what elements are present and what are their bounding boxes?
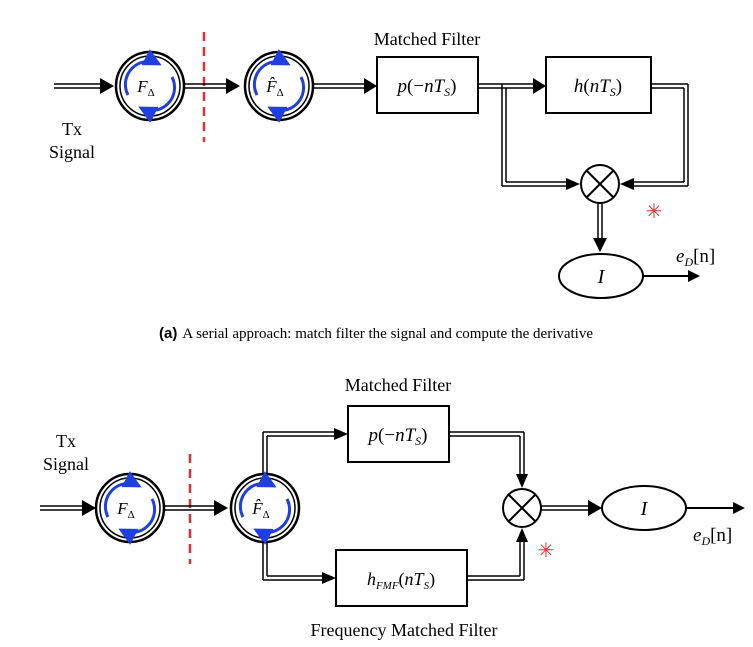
output-arrow [686,502,745,514]
input-arrow [40,500,96,516]
branch-to-frequency-matched-filter [262,542,336,584]
arrow-mf-to-h [478,78,546,94]
rotation-arrows-icon [238,471,292,545]
fmf-n: nT [405,569,426,589]
svg-text:h(nTS): h(nTS) [574,76,622,99]
integrator-label: I [597,266,606,288]
integrator: I [601,485,687,531]
input-label-line1: Tx [56,431,76,451]
rotator-sub-label: Δ [277,87,284,99]
output-sub: D [683,255,693,269]
h-s: S [610,85,616,99]
matched-filter-title: Matched Filter [374,29,480,49]
fmf-to-multiplier [467,528,528,581]
multiplier [502,488,542,528]
conjugate-marker: ✳ [538,540,555,562]
output-idx: [n] [710,525,732,546]
svg-text:FΔ: FΔ [116,499,134,521]
fmf-h: h [367,569,376,589]
panel-b: Tx Signal FΔ [40,375,745,640]
input-label-line2: Signal [43,454,89,474]
output-e: e [693,525,701,546]
rotator-main-label: F̂ [251,499,263,518]
svg-text:FΔ: FΔ [136,77,154,99]
circle-times-icon [586,170,614,198]
fmf-s: S [424,580,430,592]
arrow-rot2-to-mf [313,78,377,94]
multiplier [580,164,620,204]
frequency-estimate-rotator: F̂Δ [229,471,301,545]
rotator-sub-label: Δ [128,509,135,521]
frequency-offset-rotator: FΔ [94,471,166,545]
mf-branch-to-multiplier [501,84,580,190]
mf-n: nT [395,425,417,446]
output-sub: D [700,534,710,548]
svg-text:p(−nTS): p(−nTS) [367,425,428,448]
rotation-arrows-icon [103,471,157,545]
svg-text:F̂Δ: F̂Δ [265,77,283,99]
arrow-mult-to-integrator [593,203,607,252]
conjugate-marker: ✳ [646,201,663,223]
input-label-line1: Tx [62,119,82,139]
mf-close: ) [450,76,456,97]
rotator-main-label: F [136,77,148,96]
output-e: e [676,246,684,267]
caption-prefix: (a) [159,325,177,342]
h-n: nT [590,76,612,97]
output-idx: [n] [693,246,715,267]
rotation-arrows-icon [252,49,306,123]
h-args: ( [583,76,589,97]
frequency-offset-rotator: FΔ [114,49,186,123]
mf-to-multiplier [449,431,528,488]
mf-s: S [415,434,421,448]
rotator-sub-label: Δ [263,509,270,521]
fmf-sub: FMF [375,580,399,592]
mf-args: (− [407,76,424,97]
mf-p: p [396,76,408,97]
caption-text: A serial approach: match filter the sign… [182,326,593,342]
svg-text:eD[n]: eD[n] [676,246,715,269]
rotator-main-label: F [116,499,128,518]
svg-text:(a)A serial approach: match fi: (a) A serial approach: match filter the s… [159,325,593,342]
arrow-mult-to-integrator [541,500,602,516]
mf-close: ) [421,425,427,446]
svg-text:p(−nTS): p(−nTS) [396,76,457,99]
matched-filter-block: p(−nTS) [347,405,450,463]
matched-filter-title: Matched Filter [345,375,451,395]
rotation-arrows-icon [123,49,177,123]
mf-args: (− [378,425,395,446]
rotator-main-label: F̂ [265,77,277,96]
h-branch-to-multiplier [620,83,689,190]
frequency-estimate-rotator: F̂Δ [243,49,315,123]
mf-s: S [444,85,450,99]
rotator-sub-label: Δ [148,87,155,99]
svg-text:F̂Δ: F̂Δ [251,499,269,521]
arrow-rot1-to-rot2 [184,78,240,94]
fmf-close: ) [429,569,435,590]
h-close: ) [616,76,622,97]
output-arrow [643,270,700,282]
panel-a: Tx Signal FΔ F̂Δ [49,29,715,342]
integrator-label: I [640,498,649,520]
input-arrow [54,78,114,94]
derivative-filter-block: h(nTS) [545,56,652,114]
h-name: h [574,76,584,97]
integrator: I [558,253,644,299]
svg-text:hFMF(nTS): hFMF(nTS) [367,569,435,592]
input-label-line2: Signal [49,142,95,162]
fmf-args: ( [399,569,405,590]
svg-text:eD[n]: eD[n] [693,525,732,548]
arrow-rot1-to-rot2 [164,500,228,516]
frequency-matched-filter-title: Frequency Matched Filter [311,620,498,640]
branch-to-matched-filter [262,428,348,474]
frequency-matched-filter-block: hFMF(nTS) [335,549,468,607]
circle-times-icon [508,494,536,522]
mf-p: p [367,425,379,446]
mf-n: nT [424,76,446,97]
matched-filter-block: p(−nTS) [376,56,479,114]
